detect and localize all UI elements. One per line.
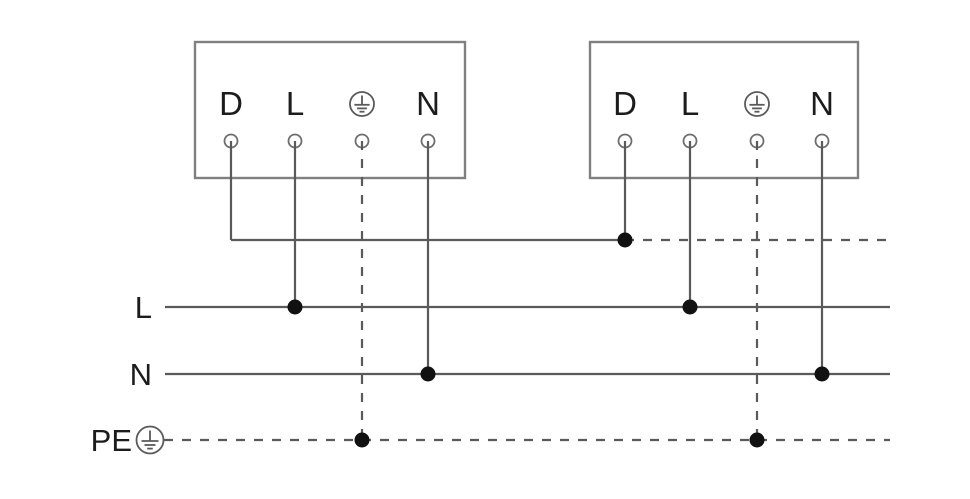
l-bus-junction-dot-right — [682, 299, 698, 315]
device-right: D L N — [588, 40, 860, 180]
n-bus-label: N — [130, 357, 152, 392]
pe-bus-earth-icon — [135, 425, 165, 455]
device-right-terminal-label-d: D — [613, 85, 637, 122]
device-right-terminal-label-l: L — [681, 85, 699, 122]
pe-bus-junction-dot-right — [749, 432, 765, 448]
pe-bus-junction-dot-left — [354, 432, 370, 448]
device-left-earth-icon — [349, 91, 375, 117]
device-right-enclosure — [588, 40, 860, 180]
pe-bus-label: PE — [91, 423, 132, 458]
d-bus-junction-dot — [617, 232, 633, 248]
device-left-terminal-label-d: D — [219, 85, 243, 122]
n-bus-junction-dot-right — [814, 366, 830, 382]
l-bus-label: L — [135, 290, 152, 325]
d-bus — [231, 232, 890, 248]
drop-wires — [229, 141, 824, 440]
device-left-enclosure — [193, 40, 467, 180]
n-bus-junction-dot-left — [420, 366, 436, 382]
device-left-terminal-label-n: N — [416, 85, 440, 122]
device-left: D L N — [193, 40, 467, 180]
n-bus: N — [130, 357, 890, 392]
device-right-terminal-label-n: N — [810, 85, 834, 122]
pe-bus: PE — [91, 423, 890, 458]
device-left-terminal-label-l: L — [286, 85, 304, 122]
l-bus: L — [135, 290, 890, 325]
device-right-earth-icon — [744, 91, 770, 117]
l-bus-junction-dot-left — [287, 299, 303, 315]
